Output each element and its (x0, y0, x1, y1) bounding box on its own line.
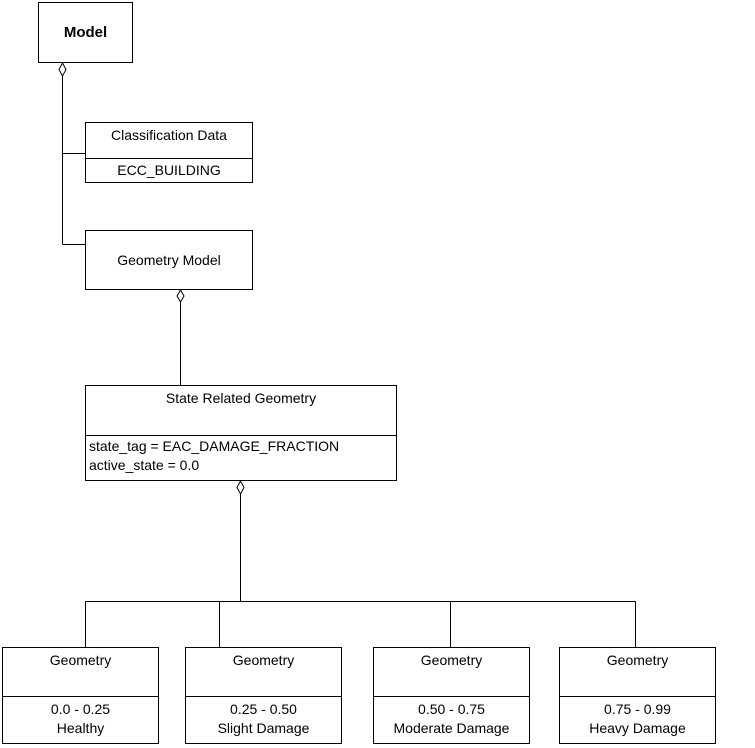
state-related-header: State Related Geometry (86, 386, 396, 435)
geometry-box-body: 0.75 - 0.99 Heavy Damage (560, 696, 715, 738)
geometry-box-heavy-damage: Geometry 0.75 - 0.99 Heavy Damage (559, 647, 716, 744)
geometry-box-slight-damage: Geometry 0.25 - 0.50 Slight Damage (185, 647, 342, 744)
damage-state: Moderate Damage (393, 720, 510, 736)
state-related-title: State Related Geometry (165, 390, 317, 406)
classification-data-box: Classification Data ECC_BUILDING (85, 122, 253, 183)
geometry-box-body: 0.25 - 0.50 Slight Damage (186, 696, 341, 738)
geometry-box-header: Geometry (374, 648, 529, 696)
geometry-box-body: 0.0 - 0.25 Healthy (3, 696, 158, 738)
damage-state: Slight Damage (217, 720, 310, 736)
geometry-box-title: Geometry (420, 652, 483, 668)
damage-range: 0.75 - 0.99 (604, 701, 671, 717)
aggregation-diamond-geometry-model (176, 289, 185, 303)
model-label: Model (63, 24, 108, 41)
geometry-box-header: Geometry (186, 648, 341, 696)
state-tag-attribute: state_tag = EAC_DAMAGE_FRACTION (89, 438, 340, 454)
state-related-geometry-box: State Related Geometry state_tag = EAC_D… (85, 385, 397, 481)
classification-value: ECC_BUILDING (117, 162, 221, 178)
classification-title: Classification Data (111, 127, 227, 143)
geometry-model-title: Geometry Model (117, 251, 221, 268)
geometry-box-title: Geometry (606, 652, 669, 668)
geometry-box-title: Geometry (232, 652, 295, 668)
geometry-box-header: Geometry (560, 648, 715, 696)
aggregation-diamond-model (58, 61, 67, 78)
geometry-model-box: Geometry Model (85, 230, 253, 290)
geometry-box-healthy: Geometry 0.0 - 0.25 Healthy (2, 647, 159, 744)
damage-range: 0.25 - 0.50 (230, 701, 297, 717)
active-state-attribute: active_state = 0.0 (89, 457, 200, 473)
geometry-box-header: Geometry (3, 648, 158, 696)
geometry-box-title: Geometry (49, 652, 112, 668)
geometry-box-moderate-damage: Geometry 0.50 - 0.75 Moderate Damage (373, 647, 530, 744)
damage-state: Heavy Damage (589, 720, 686, 736)
geometry-box-body: 0.50 - 0.75 Moderate Damage (374, 696, 529, 738)
damage-state: Healthy (56, 720, 105, 736)
damage-range: 0.0 - 0.25 (50, 701, 111, 717)
aggregation-diamond-state-related (236, 479, 245, 496)
state-related-attributes: state_tag = EAC_DAMAGE_FRACTION active_s… (86, 435, 396, 475)
classification-header: Classification Data (86, 123, 252, 158)
classification-body: ECC_BUILDING (86, 158, 252, 180)
model-box: Model (38, 2, 133, 63)
damage-range: 0.50 - 0.75 (418, 701, 485, 717)
